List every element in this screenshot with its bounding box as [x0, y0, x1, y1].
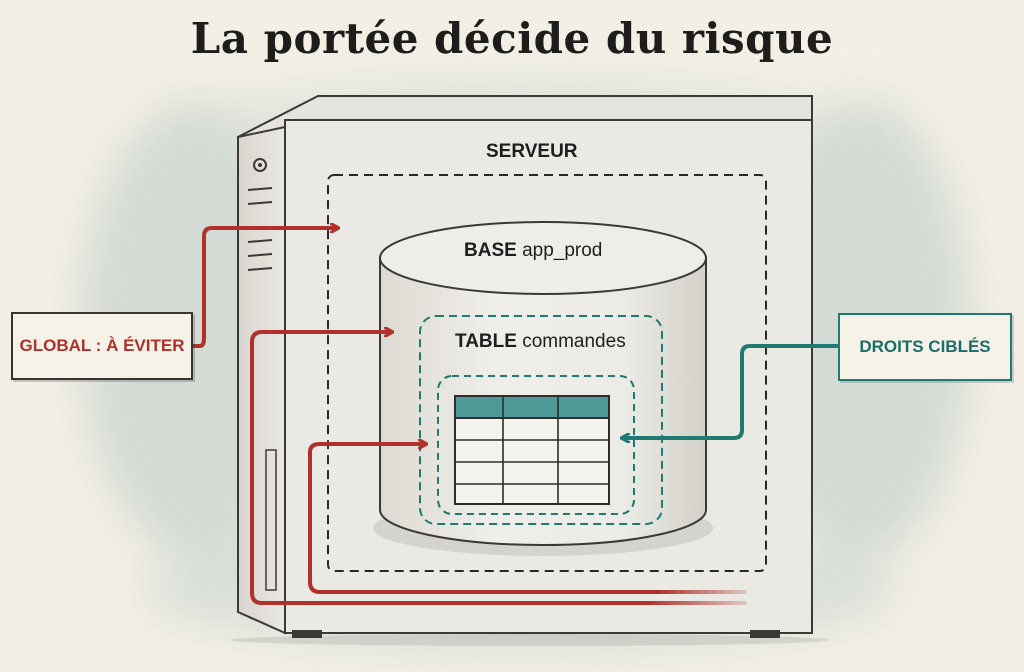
arrow-global-to-server [190, 228, 340, 348]
table-grid-icon [454, 395, 610, 505]
row-scope-boundary [437, 375, 635, 515]
table-name: commandes [522, 331, 626, 352]
global-callout: GLOBAL : À ÉVITER [11, 312, 193, 380]
page-title: La portée décide du risque [190, 14, 834, 63]
arrow-global-to-table [308, 442, 747, 594]
server-scope-boundary [327, 174, 767, 572]
targeted-callout: DROITS CIBLÉS [838, 313, 1012, 381]
global-access-arrows [190, 228, 747, 605]
targeted-access-arrow [620, 344, 840, 438]
database-name: app_prod [522, 240, 603, 261]
table-keyword: TABLE [455, 331, 517, 352]
server-label: SERVEUR [486, 141, 578, 162]
database-label: BASE app_prod [464, 240, 602, 262]
table-scope-boundary [419, 315, 663, 525]
arrow-global-to-database [250, 330, 747, 605]
database-keyword: BASE [464, 240, 517, 261]
table-label: TABLE commandes [455, 331, 626, 353]
